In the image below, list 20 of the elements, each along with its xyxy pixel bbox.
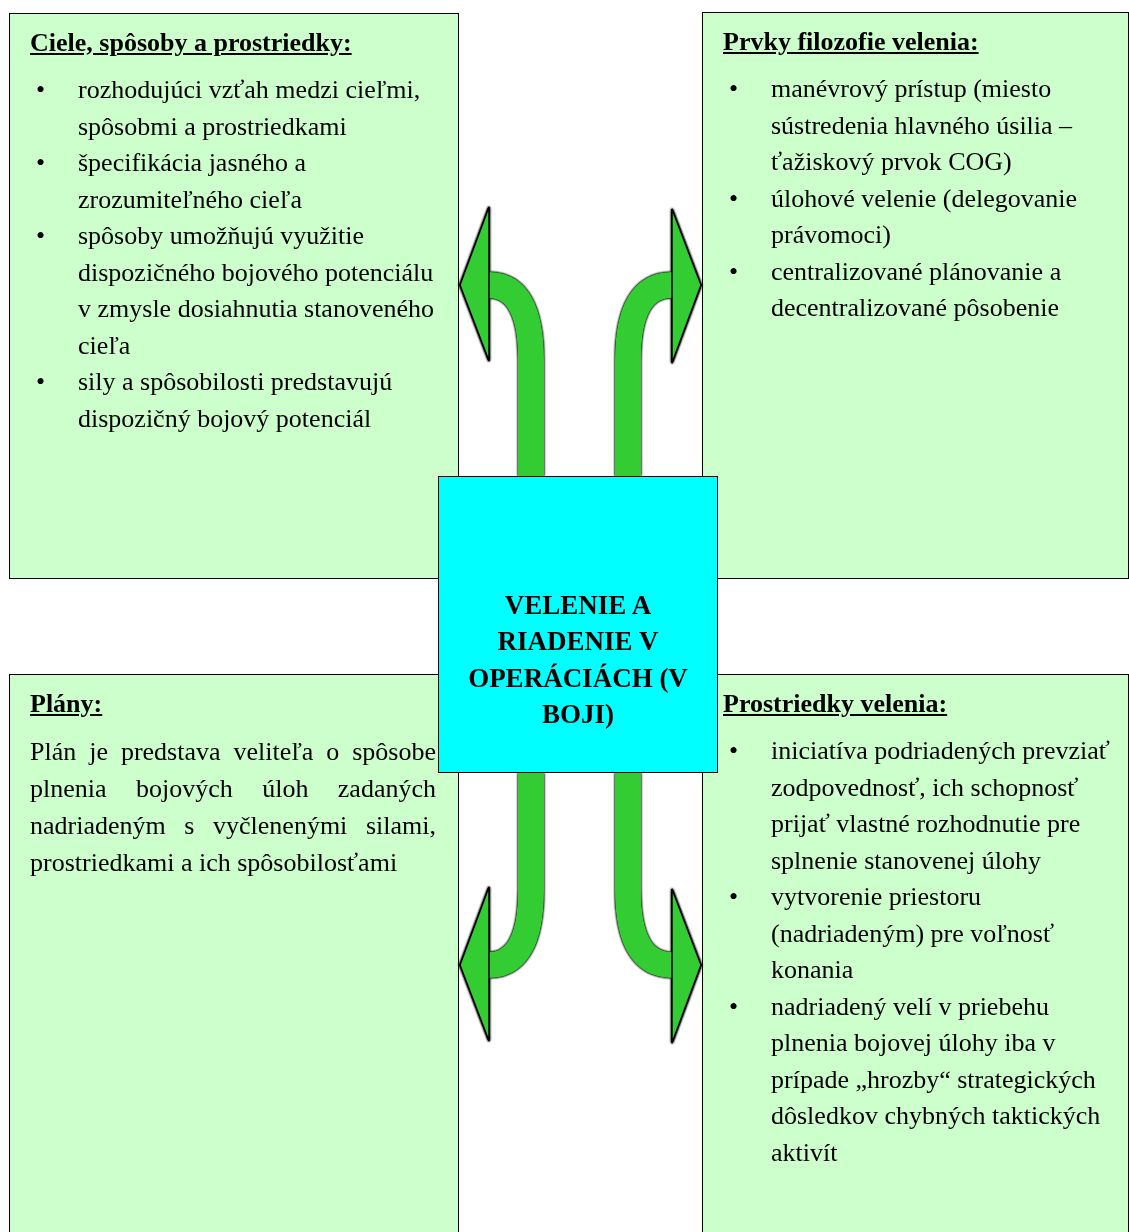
bullet-item: • úlohové velenie (delegovanie právomoci) [728, 182, 1079, 251]
section-heading: Plány: [30, 689, 103, 719]
curved-arrow [459, 206, 544, 476]
section-heading: Ciele, spôsoby a prostriedky: [30, 28, 352, 58]
curved-arrow [615, 208, 702, 476]
section-panel [702, 674, 1129, 1232]
curved-arrow [459, 773, 544, 1042]
section-heading: Prvky filozofie velenia: [723, 27, 979, 57]
section-panel [9, 674, 459, 1232]
title-text: VELENIE A RIADENIE V OPERÁCIÁCH (V BOJI) [467, 588, 689, 731]
section-panel [702, 12, 1129, 579]
section-panel [9, 13, 459, 579]
section-heading: Prostriedky velenia: [723, 689, 948, 719]
bullet-item: • centralizované plánovanie a decentralizované pôsobenie [728, 255, 1063, 324]
title-box [438, 476, 718, 773]
paragraph-text: Plán je predstava veliteľa o spôsobe plnenia bojových úloh zadaných nadriadeným s vyčlenenými silami, prostriedkami a ich spôsobilosťami [30, 736, 436, 879]
curved-arrow [615, 773, 702, 1044]
bullet-item: • manévrový prístup (miesto sústredenia hlavného úsilia – ťažiskový prvok COG) [728, 73, 1074, 178]
bullet-item: • nadriadený velí v priebehu plnenia bojovej úlohy iba v prípade „hrozby“ strategických dôsledkov chybných taktických aktivít [728, 990, 1102, 1169]
bullet-item: • sily a spôsobilosti predstavujú dispozičný bojový potenciál [35, 366, 394, 435]
